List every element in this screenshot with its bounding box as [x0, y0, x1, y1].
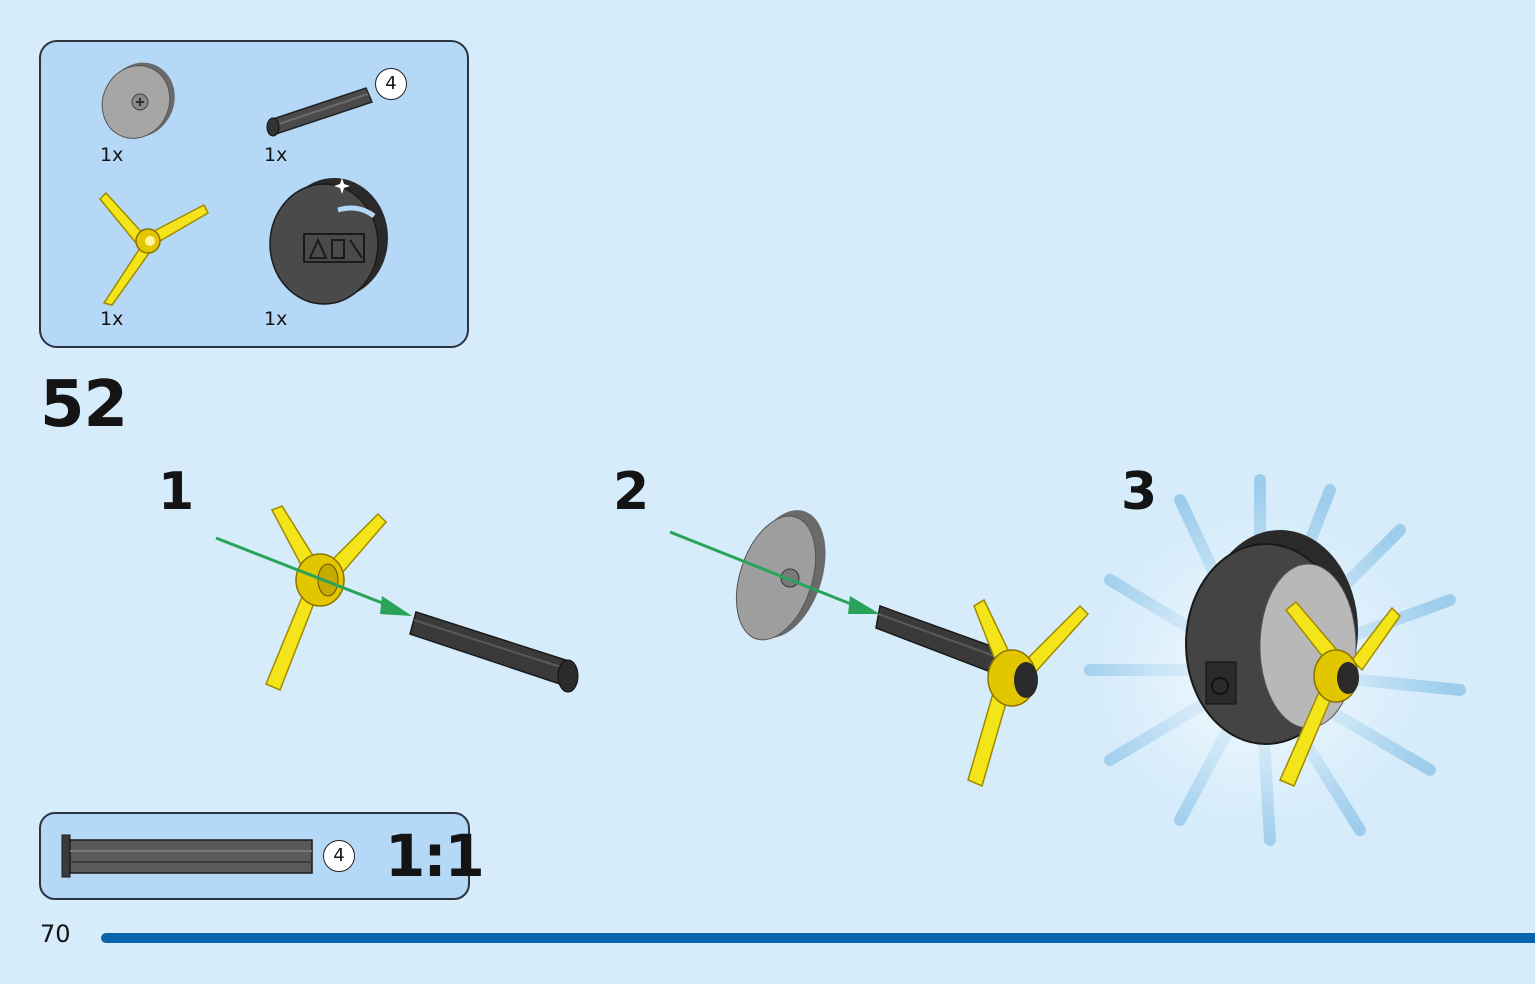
- quantity-label: 1x: [100, 308, 124, 330]
- axle-scale-icon: [61, 834, 313, 878]
- substep-3-number: 3: [1121, 462, 1158, 522]
- footer-line: [101, 933, 1535, 943]
- scale-length-marker: 4: [323, 840, 355, 872]
- grey-disc-icon: [101, 62, 175, 139]
- substep-2-number: 2: [613, 462, 650, 522]
- black-tire-hub-icon: [269, 178, 388, 305]
- axle-length-marker: 4: [375, 68, 407, 100]
- substep-3-illustration: [1070, 474, 1466, 850]
- axle-icon: [266, 87, 374, 137]
- substep-1-number: 1: [158, 462, 195, 522]
- page-number: 70: [40, 920, 71, 948]
- scale-label: 1:1: [385, 822, 485, 890]
- step-number: 52: [40, 368, 128, 442]
- yellow-propeller-icon: [98, 191, 209, 306]
- substep-2-illustration: [669, 510, 1090, 788]
- quantity-label: 1x: [264, 144, 288, 166]
- substep-1-illustration: [215, 505, 579, 693]
- quantity-label: 1x: [264, 308, 288, 330]
- quantity-label: 1x: [100, 144, 124, 166]
